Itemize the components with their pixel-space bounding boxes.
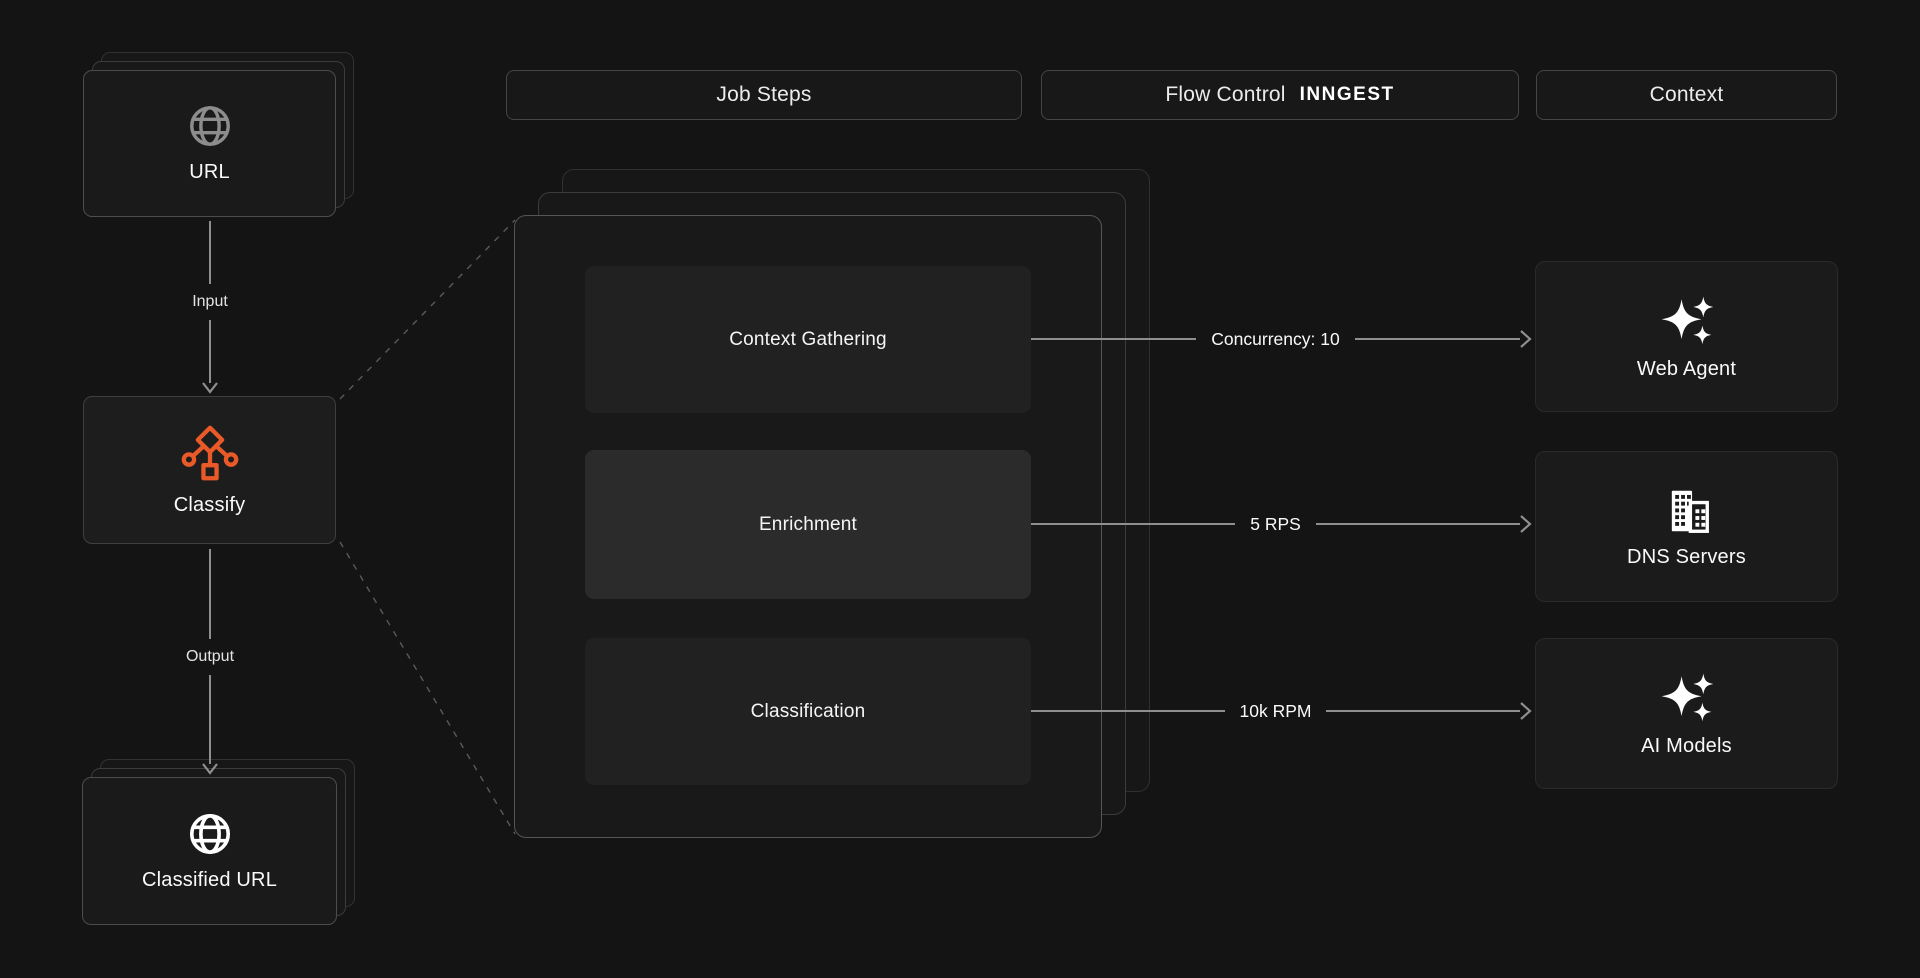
arrow-rpm: 10k RPM: [1031, 698, 1532, 724]
inngest-logo: INNGEST: [1299, 84, 1395, 105]
arrow-line: [1315, 523, 1521, 525]
arrow-rps: 5 RPS: [1031, 511, 1532, 537]
arrow-right-icon: [1520, 702, 1532, 720]
classify-card: Classify: [83, 396, 336, 544]
classify-icon: [181, 425, 238, 480]
output-arrow-line: [209, 674, 211, 764]
url-card-label: URL: [189, 161, 230, 183]
step-classification: Classification: [585, 638, 1031, 785]
header-context: Context: [1536, 70, 1837, 120]
sparkles-icon: [1661, 296, 1713, 345]
input-arrow-line: [209, 320, 211, 383]
url-card: URL: [83, 70, 336, 217]
arrow-line: [1031, 338, 1197, 340]
step-label: Enrichment: [758, 513, 858, 535]
header-context-label: Context: [1649, 83, 1724, 106]
input-arrow: Input: [148, 221, 272, 394]
classified-url-card: Classified URL: [82, 777, 337, 925]
context-box-ai-models: AI Models: [1535, 638, 1838, 789]
arrow-line: [1326, 710, 1520, 712]
rps-label: 5 RPS: [1250, 513, 1301, 534]
arrow-concurrency: Concurrency: 10: [1031, 326, 1532, 352]
concurrency-label: Concurrency: 10: [1211, 328, 1340, 349]
step-label: Classification: [750, 700, 866, 722]
output-arrow-line: [209, 549, 211, 639]
arrow-line: [1031, 710, 1225, 712]
arrow-line: [1354, 338, 1520, 340]
arrow-down-icon: [202, 763, 218, 775]
arrow-line: [1031, 523, 1236, 525]
output-arrow: Output: [148, 549, 272, 775]
context-box-label: DNS Servers: [1627, 546, 1746, 568]
step-context-gathering: Context Gathering: [585, 266, 1031, 413]
context-box-label: AI Models: [1641, 735, 1732, 757]
output-label: Output: [185, 647, 235, 665]
buildings-icon: [1671, 490, 1709, 533]
context-box-label: Web Agent: [1636, 358, 1737, 380]
classified-url-card-label: Classified URL: [141, 868, 278, 891]
globe-icon: [189, 813, 230, 854]
arrow-down-icon: [202, 382, 218, 394]
rpm-label: 10k RPM: [1239, 700, 1312, 721]
input-arrow-line: [209, 221, 211, 284]
input-label: Input: [192, 293, 228, 310]
context-box-web-agent: Web Agent: [1535, 261, 1838, 412]
header-flow-control-label: Flow Control: [1165, 83, 1286, 106]
header-flow-control: Flow Control INNGEST: [1041, 70, 1519, 120]
header-job-steps: Job Steps: [506, 70, 1022, 120]
context-box-dns-servers: DNS Servers: [1535, 451, 1838, 602]
step-label: Context Gathering: [729, 328, 887, 350]
sparkles-icon: [1661, 673, 1713, 722]
header-job-steps-label: Job Steps: [716, 83, 812, 106]
globe-icon: [189, 106, 230, 146]
arrow-right-icon: [1520, 330, 1532, 348]
classify-card-label: Classify: [173, 493, 246, 516]
step-enrichment: Enrichment: [585, 450, 1031, 599]
arrow-right-icon: [1520, 515, 1532, 533]
